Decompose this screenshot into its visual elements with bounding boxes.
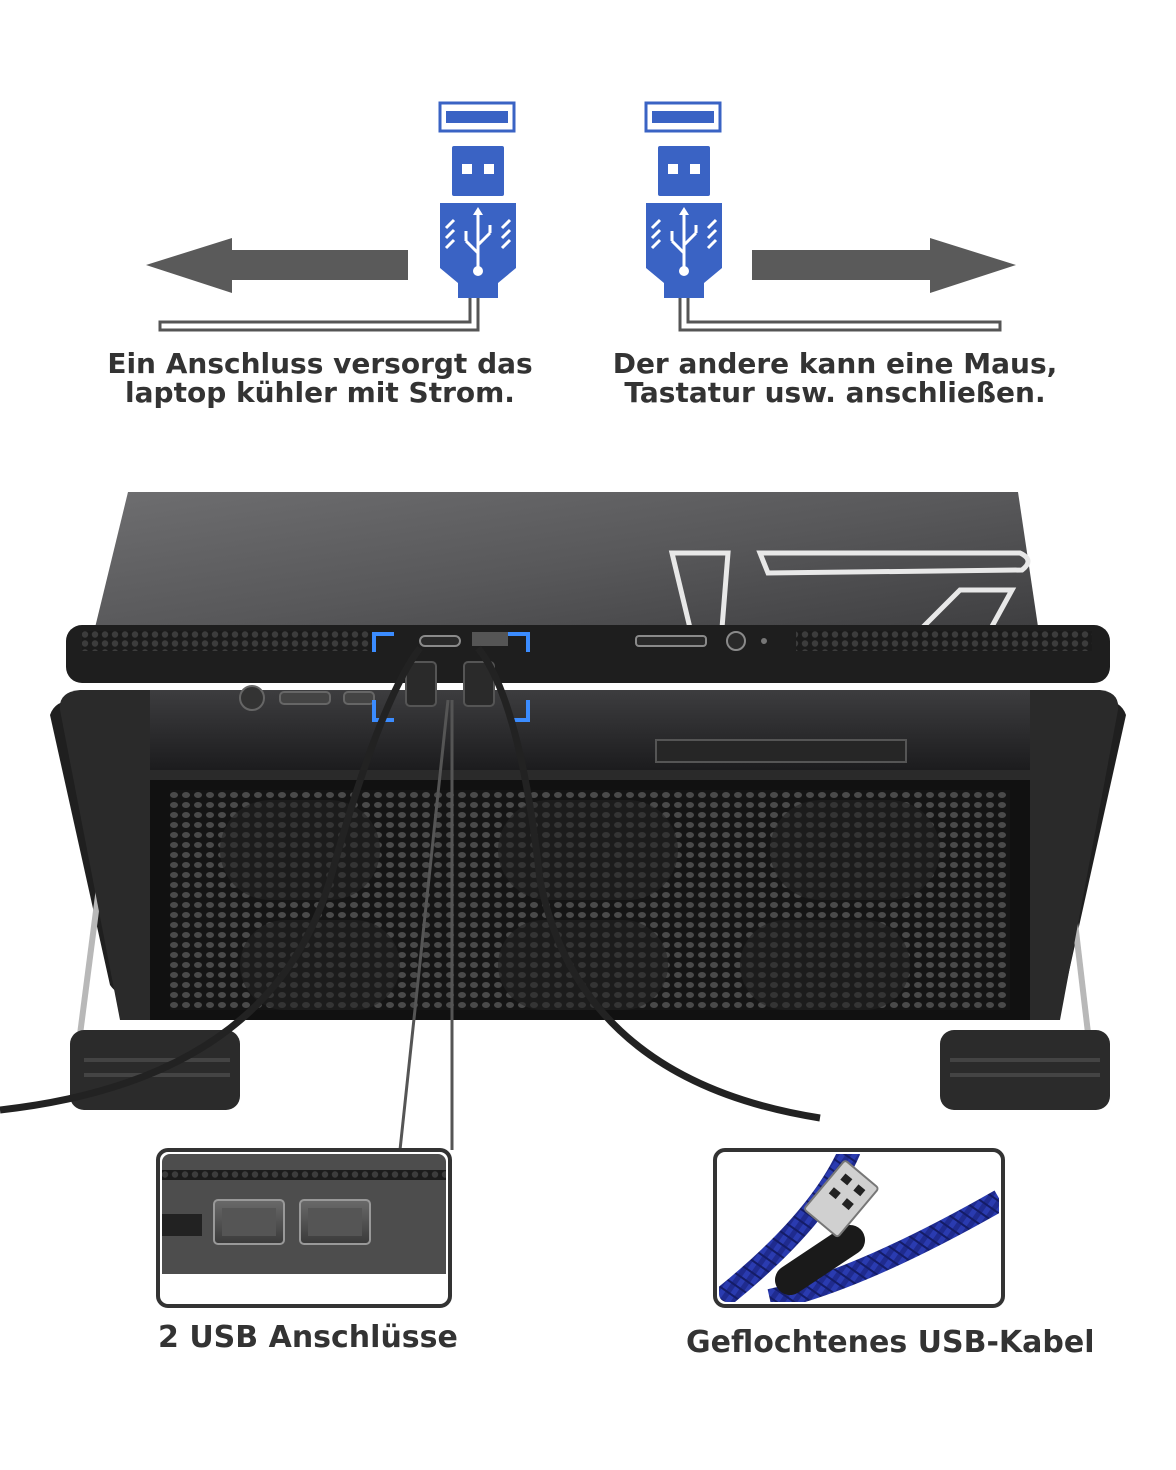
laptop-cooler xyxy=(0,492,1126,1122)
usb-symbol-icon xyxy=(650,211,718,268)
left-caption-line2: laptop kühler mit Strom. xyxy=(125,375,515,409)
usb-plug-icon xyxy=(438,101,516,298)
braided-cable-caption: Geflochtenes USB-Kabel xyxy=(686,1325,1095,1360)
right-caption-line1: Der andere kann eine Maus, xyxy=(612,347,1058,380)
arrow-right-icon xyxy=(752,238,1016,293)
usb-plug-icon xyxy=(644,101,722,298)
usb-ports-caption: 2 USB Anschlüsse xyxy=(158,1320,458,1355)
usb-plug-icon xyxy=(804,1160,879,1238)
left-port-caption: Ein Anschluss versorgt das laptop kühler… xyxy=(70,347,570,409)
right-port-caption: Der andere kann eine Maus, Tastatur usw.… xyxy=(580,347,1090,409)
left-caption-line1: Ein Anschluss versorgt das xyxy=(107,347,533,380)
usb-symbol-icon xyxy=(444,211,512,268)
arrow-left-icon xyxy=(146,238,408,293)
usb-ports-inset xyxy=(156,1148,452,1308)
right-caption-line2: Tastatur usw. anschließen. xyxy=(624,375,1046,409)
braided-cable-inset xyxy=(713,1148,1005,1308)
